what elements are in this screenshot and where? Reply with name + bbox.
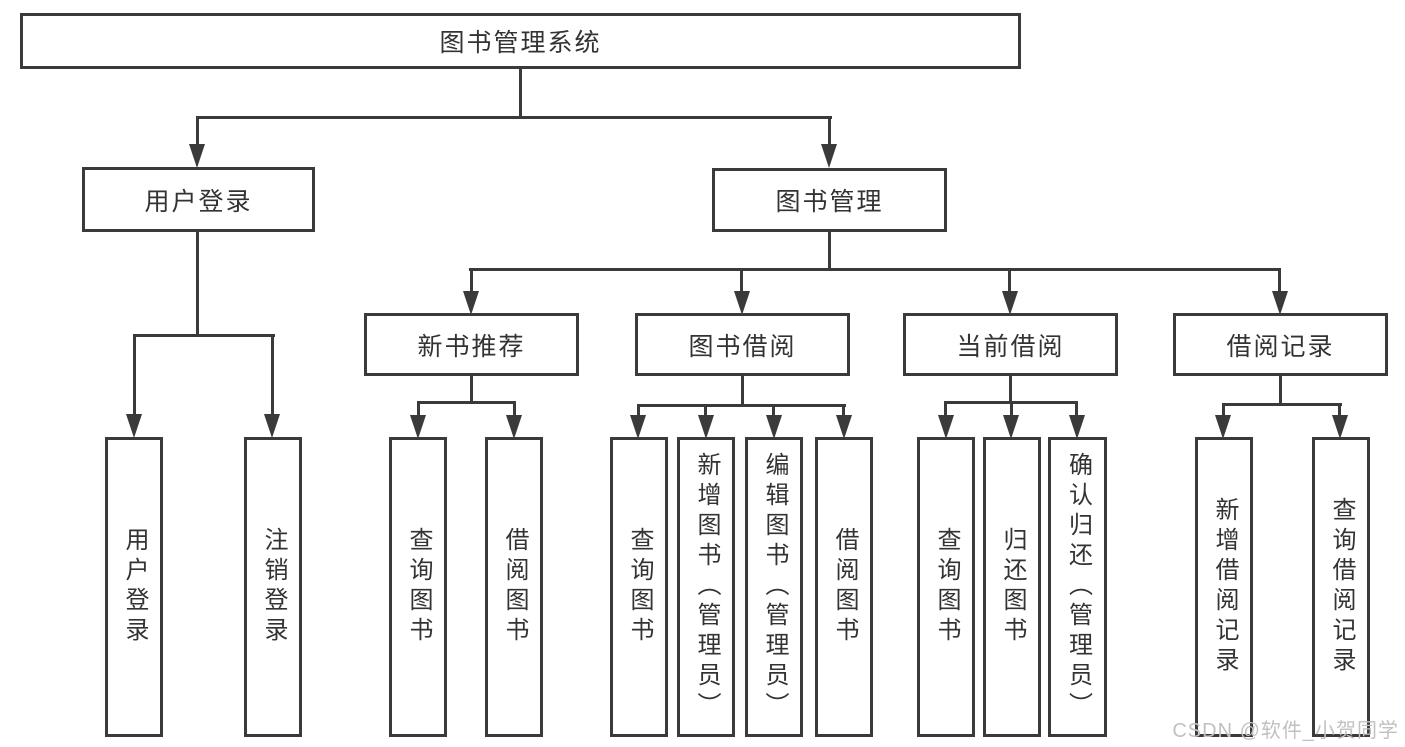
arrow-down — [126, 414, 142, 438]
arrow-down — [698, 415, 714, 439]
arrow-down — [1332, 415, 1348, 439]
node-label: 注销登录 — [260, 527, 287, 647]
leaf-confirm-return-admin: 确认归还（管理员） — [1048, 437, 1107, 737]
leaf-edit-book-admin: 编辑图书（管理员） — [745, 437, 803, 737]
connector-bar — [133, 334, 275, 337]
node-label: 图书管理系统 — [439, 29, 602, 57]
connector-drop — [1010, 401, 1013, 417]
connector-bar — [637, 404, 846, 407]
node-label: 用户登录 — [144, 187, 253, 216]
node-label: 用户登录 — [121, 527, 148, 647]
leaf-query-books-recommend: 查询图书 — [389, 437, 447, 737]
node-label: 确认归还（管理员） — [1064, 452, 1092, 722]
connector-drop — [1008, 268, 1011, 294]
leaf-borrow-books-recommend: 借阅图书 — [485, 437, 543, 737]
connector-drop — [513, 401, 516, 417]
connector-drop — [133, 334, 136, 416]
arrow-down — [1002, 291, 1018, 315]
leaf-query-borrow-record: 查询借阅记录 — [1312, 437, 1370, 737]
arrow-down — [821, 144, 837, 168]
node-library-management-system: 图书管理系统 — [20, 13, 1021, 69]
arrow-down — [836, 415, 852, 439]
arrow-down — [264, 414, 280, 438]
arrow-down — [189, 144, 205, 168]
leaf-query-books-borrowing: 查询图书 — [610, 437, 668, 737]
node-label: 查询图书 — [405, 527, 432, 647]
connector-drop — [704, 404, 707, 417]
connector-trunk — [470, 374, 473, 404]
connector-trunk — [1279, 374, 1282, 406]
connector-bar — [1222, 403, 1342, 406]
node-book-management: 图书管理 — [712, 168, 947, 232]
node-label: 查询借阅记录 — [1328, 497, 1355, 677]
node-book-borrowing: 图书借阅 — [635, 313, 850, 376]
leaf-user-login: 用户登录 — [105, 437, 163, 737]
leaf-add-book-admin: 新增图书（管理员） — [677, 437, 735, 737]
connector-bar — [417, 401, 516, 404]
node-current-borrowing: 当前借阅 — [903, 313, 1118, 376]
node-label: 新书推荐 — [417, 332, 526, 361]
node-label: 借阅图书 — [501, 527, 528, 647]
connector-drop — [196, 116, 199, 146]
connector-drop — [417, 401, 420, 417]
connector-drop — [1338, 403, 1341, 417]
leaf-add-borrow-record: 新增借阅记录 — [1195, 437, 1253, 737]
connector-drop — [772, 404, 775, 417]
connector-drop — [944, 401, 947, 417]
arrow-down — [506, 415, 522, 439]
connector-drop — [828, 116, 831, 146]
node-label: 归还图书 — [999, 527, 1026, 647]
connector-bar — [469, 268, 1281, 271]
leaf-borrow-books-borrowing: 借阅图书 — [815, 437, 873, 737]
connector-trunk — [828, 230, 831, 271]
node-label: 借阅记录 — [1226, 332, 1335, 361]
arrow-down — [463, 291, 479, 315]
connector-drop — [271, 334, 274, 416]
connector-drop — [1222, 403, 1225, 417]
leaf-return-book: 归还图书 — [983, 437, 1041, 737]
connector-root-bar — [196, 116, 832, 119]
connector-root-trunk — [519, 67, 522, 119]
csdn-watermark: CSDN @软件_小贺同学 — [1172, 720, 1399, 742]
connector-drop — [740, 268, 743, 294]
node-label: 查询图书 — [933, 527, 960, 647]
node-label: 编辑图书（管理员） — [761, 452, 788, 722]
connector-trunk — [196, 230, 199, 337]
arrow-down — [1069, 415, 1085, 439]
node-label: 借阅图书 — [831, 527, 858, 647]
node-label: 当前借阅 — [956, 332, 1065, 361]
connector-drop — [1075, 401, 1078, 417]
node-label: 查询图书 — [626, 527, 653, 647]
connector-drop — [1278, 268, 1281, 294]
arrow-down — [938, 415, 954, 439]
connector-drop — [842, 404, 845, 417]
arrow-down — [734, 291, 750, 315]
arrow-down — [1215, 415, 1231, 439]
connector-drop — [637, 404, 640, 417]
arrow-down — [630, 415, 646, 439]
leaf-query-books-current: 查询图书 — [917, 437, 975, 737]
node-new-book-recommend: 新书推荐 — [364, 313, 579, 376]
node-user-login: 用户登录 — [82, 167, 315, 232]
node-label: 新增借阅记录 — [1211, 497, 1238, 677]
arrow-down — [410, 415, 426, 439]
connector-trunk — [741, 374, 744, 407]
node-borrowing-records: 借阅记录 — [1173, 313, 1388, 376]
node-label: 图书借阅 — [688, 332, 797, 361]
node-label: 新增图书（管理员） — [693, 452, 720, 722]
arrow-down — [1003, 415, 1019, 439]
arrow-down — [1272, 291, 1288, 315]
connector-trunk — [1009, 374, 1012, 404]
node-label: 图书管理 — [775, 188, 884, 216]
leaf-logout: 注销登录 — [244, 437, 302, 737]
connector-drop — [470, 268, 473, 294]
arrow-down — [766, 415, 782, 439]
